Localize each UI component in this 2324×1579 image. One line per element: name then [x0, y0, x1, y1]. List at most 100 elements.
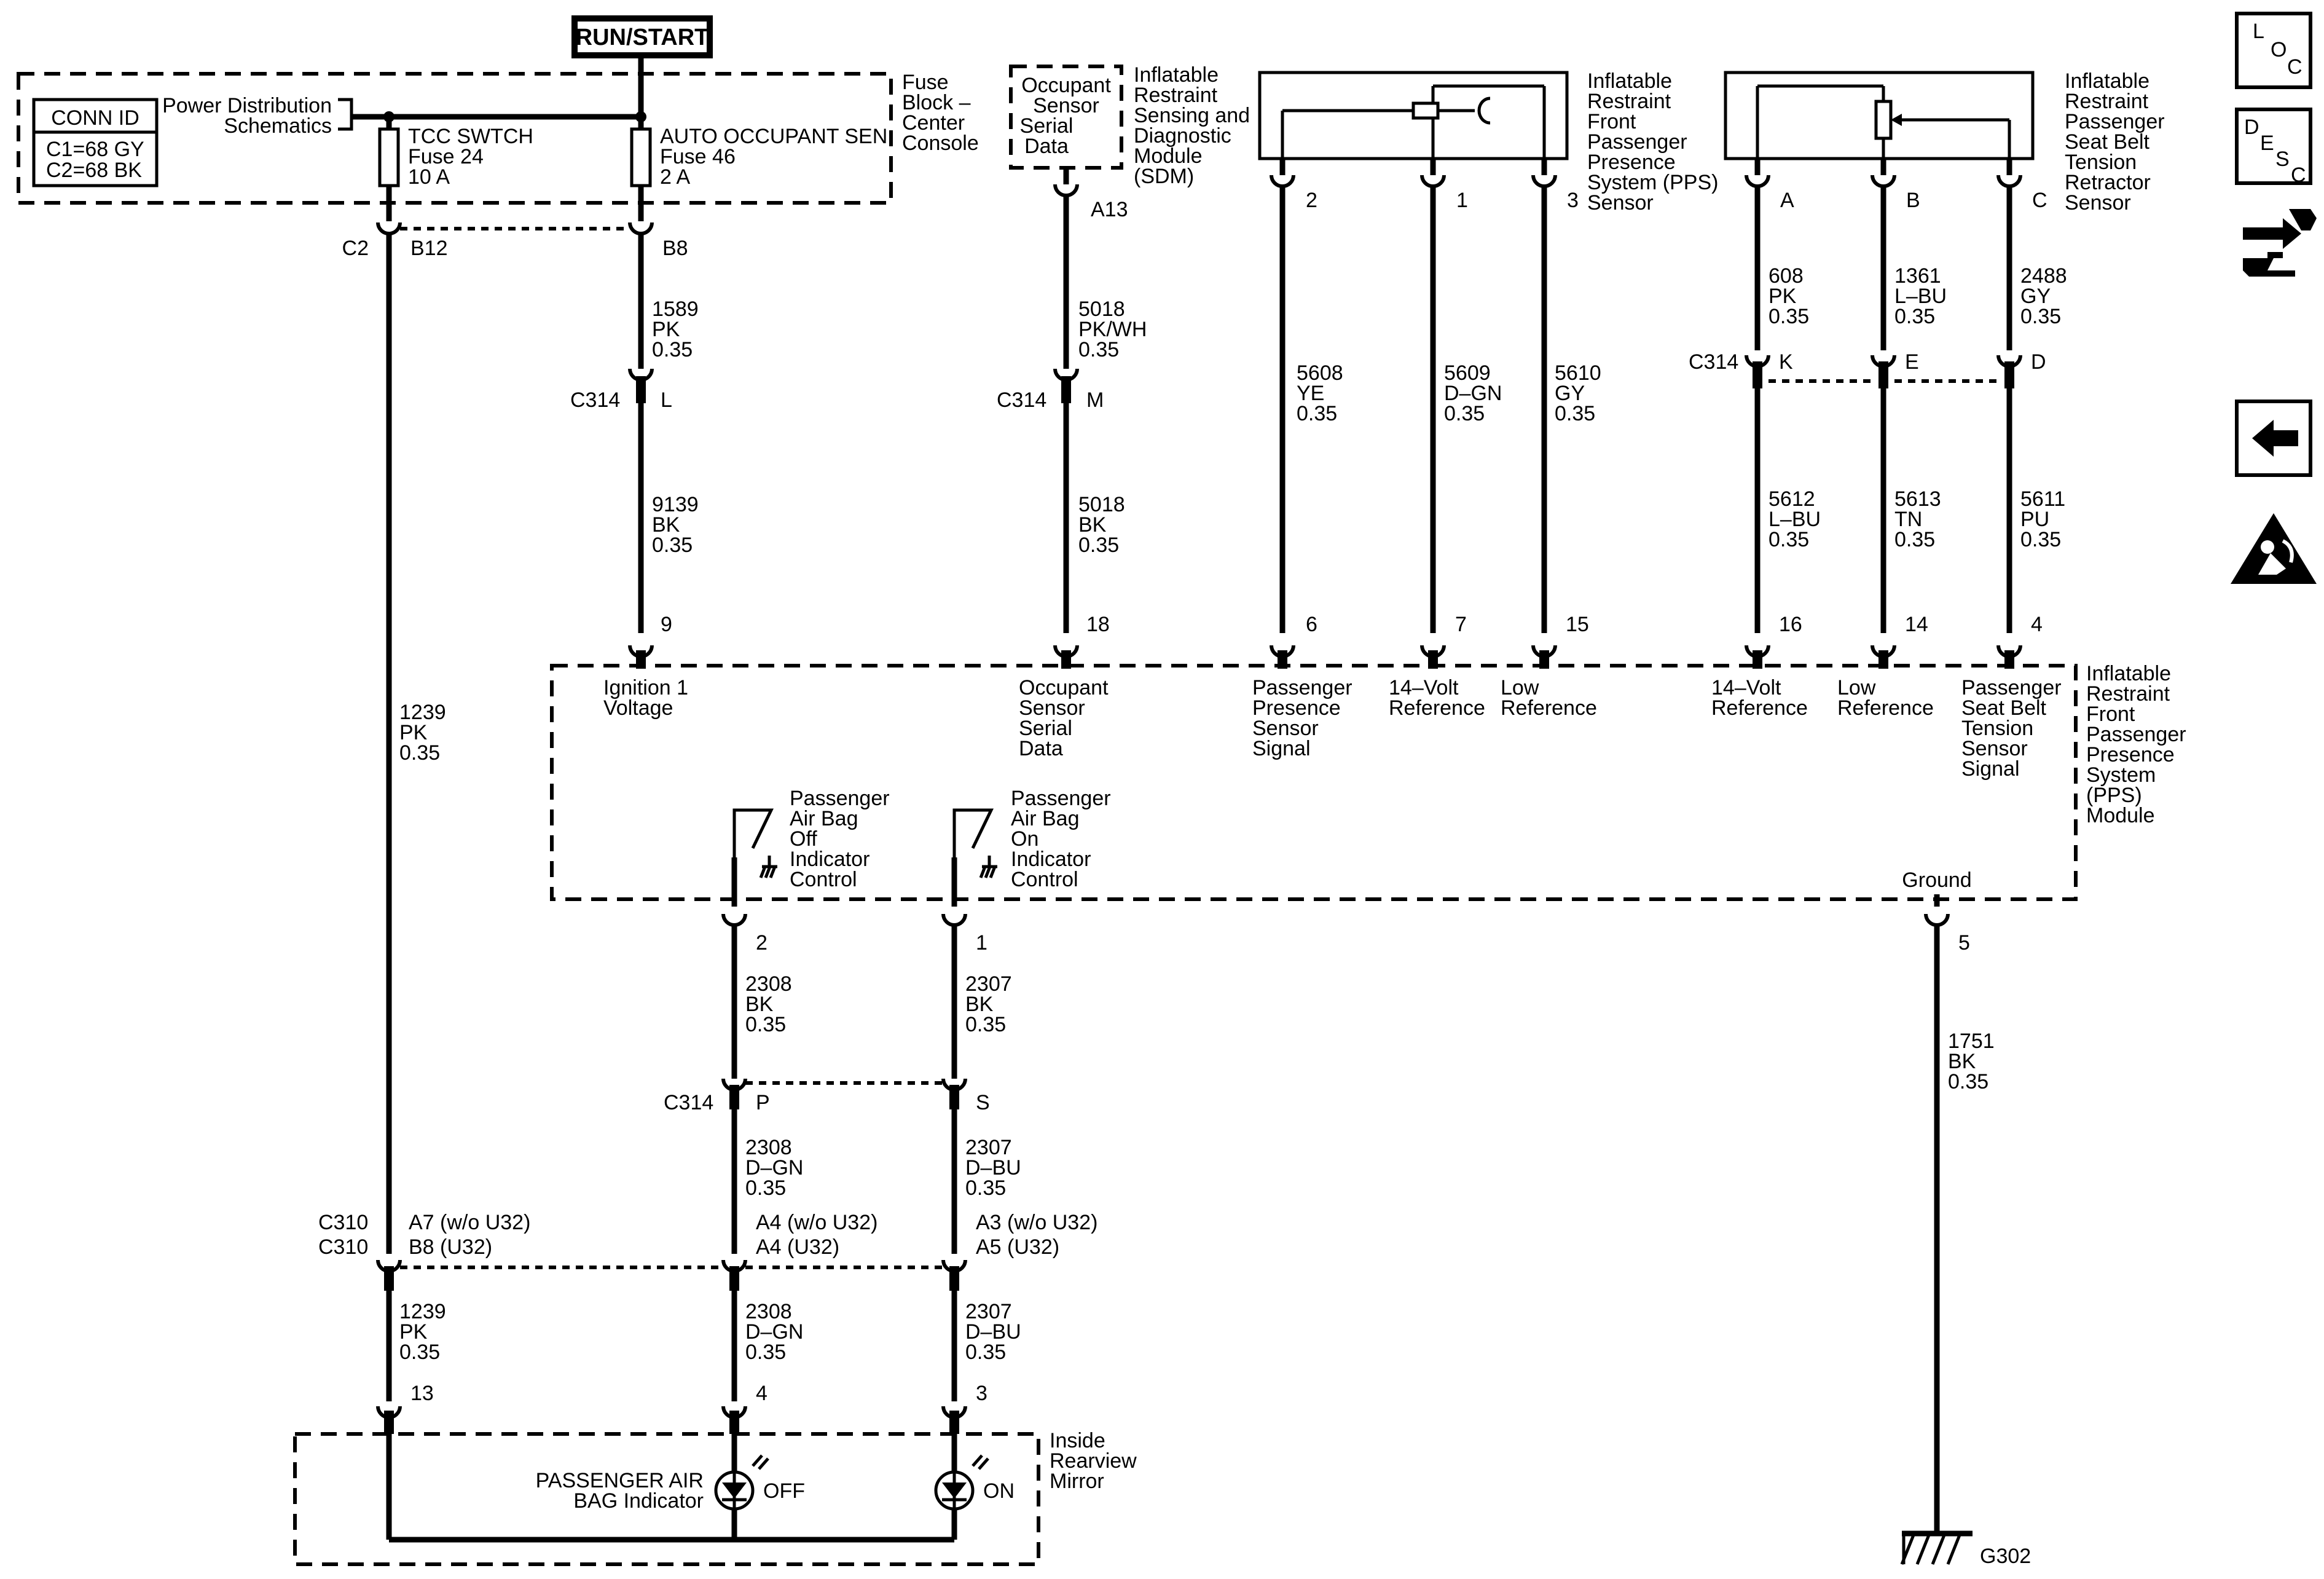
svg-text:18: 18 — [1086, 613, 1110, 636]
wire-label-1239-upper: 1239 PK 0.35 — [399, 701, 446, 765]
svg-text:PK: PK — [399, 1320, 428, 1344]
svg-text:Sensor: Sensor — [1033, 94, 1099, 117]
svg-text:Fuse: Fuse — [902, 71, 949, 94]
svg-text:D–BU: D–BU — [965, 1320, 1021, 1344]
svg-text:5610: 5610 — [1555, 361, 1601, 385]
svg-text:Seat Belt: Seat Belt — [1961, 696, 2047, 720]
module-label-14v-ref-b: 14–Volt Reference — [1711, 676, 1808, 720]
svg-text:C314: C314 — [664, 1091, 713, 1114]
wire-label-2307-dbu-low: 2307 D–BU 0.35 — [965, 1300, 1021, 1364]
svg-text:Serial: Serial — [1020, 114, 1074, 138]
svg-text:E: E — [1905, 350, 1919, 374]
svg-text:A5 (U32): A5 (U32) — [976, 1235, 1059, 1259]
svg-text:5018: 5018 — [1078, 297, 1125, 321]
svg-text:0.35: 0.35 — [399, 741, 440, 765]
back-arrow-icon[interactable] — [2235, 400, 2312, 477]
svg-text:D: D — [2244, 116, 2259, 139]
svg-text:BAG Indicator: BAG Indicator — [573, 1489, 704, 1513]
svg-text:2307: 2307 — [965, 1136, 1012, 1159]
svg-text:Data: Data — [1024, 135, 1069, 158]
module-label-ignition: Ignition 1 Voltage — [603, 676, 688, 720]
wire-label-5612: 5612 L–BU 0.35 — [1769, 487, 1821, 551]
svg-text:E: E — [2260, 132, 2274, 155]
svg-text:Retractor: Retractor — [2065, 171, 2151, 194]
svg-text:0.35: 0.35 — [965, 1341, 1006, 1364]
svg-text:Passenger: Passenger — [2065, 110, 2165, 133]
svg-text:2308: 2308 — [745, 972, 792, 996]
svg-text:Sensor: Sensor — [1019, 696, 1085, 720]
module-label-ground: Ground — [1902, 868, 1971, 892]
svg-text:1239: 1239 — [399, 1300, 446, 1323]
svg-text:Reference: Reference — [1501, 696, 1597, 720]
svg-text:D: D — [2031, 350, 2046, 374]
svg-text:9: 9 — [661, 613, 672, 636]
c310-connector: C310 C310 A7 (w/o U32) B8 (U32) A4 (w/o … — [318, 1211, 1097, 1291]
wire-label-1589: 1589 PK 0.35 — [652, 297, 699, 361]
desc-button[interactable]: D E S C — [2235, 108, 2312, 187]
svg-text:P: P — [756, 1091, 770, 1114]
fuse-46-symbol — [630, 127, 652, 187]
svg-text:Sensing and: Sensing and — [1134, 104, 1250, 127]
wire-label-9139: 9139 BK 0.35 — [652, 493, 699, 557]
svg-text:10 A: 10 A — [408, 165, 450, 189]
svg-text:(SDM): (SDM) — [1134, 165, 1194, 188]
svg-text:D–GN: D–GN — [1444, 382, 1502, 405]
svg-text:14–Volt: 14–Volt — [1389, 676, 1459, 699]
svg-text:0.35: 0.35 — [1444, 402, 1485, 425]
connector-icon[interactable] — [2243, 209, 2317, 277]
svg-text:2 A: 2 A — [660, 165, 690, 189]
svg-text:5612: 5612 — [1769, 487, 1815, 511]
svg-text:Signal: Signal — [1961, 757, 2020, 781]
c314-connector-lower: C314 P S — [664, 1078, 990, 1114]
wire-label-2307-bk: 2307 BK 0.35 — [965, 972, 1012, 1036]
svg-text:Sensor: Sensor — [1252, 717, 1319, 740]
svg-text:0.35: 0.35 — [745, 1341, 786, 1364]
svg-text:C314: C314 — [570, 388, 620, 412]
svg-text:13: 13 — [410, 1382, 434, 1405]
svg-text:6: 6 — [1306, 613, 1317, 636]
wire-label-5610: 5610 GY 0.35 — [1555, 361, 1601, 425]
svg-text:1: 1 — [976, 931, 987, 955]
svg-text:2308: 2308 — [745, 1136, 792, 1159]
on-led-icon — [934, 1454, 989, 1511]
svg-text:Inside: Inside — [1050, 1429, 1105, 1452]
svg-text:1239: 1239 — [399, 701, 446, 724]
svg-text:C2: C2 — [342, 237, 369, 260]
svg-text:Passenger: Passenger — [790, 787, 890, 810]
svg-text:7: 7 — [1455, 613, 1467, 636]
svg-text:Reference: Reference — [1711, 696, 1808, 720]
svg-text:C314: C314 — [997, 388, 1046, 412]
svg-text:PK: PK — [652, 318, 680, 341]
inside-rearview-mirror: Inside Rearview Mirror 13 4 3 — [293, 1382, 1137, 1566]
svg-text:5: 5 — [1958, 931, 1970, 955]
svg-text:Sensor: Sensor — [1587, 191, 1654, 215]
svg-text:S: S — [976, 1091, 990, 1114]
svg-text:Mirror: Mirror — [1050, 1470, 1104, 1493]
svg-text:1751: 1751 — [1948, 1030, 1995, 1053]
sdm-module: Occupant Sensor Serial Data Inflatable R… — [1009, 63, 1250, 221]
off-label: OFF — [763, 1479, 805, 1503]
svg-text:Off: Off — [790, 827, 817, 851]
svg-text:Reference: Reference — [1389, 696, 1485, 720]
svg-text:Diagnostic: Diagnostic — [1134, 124, 1231, 148]
pps-module-top-pins: 9 18 6 7 15 16 14 4 — [628, 613, 2043, 669]
svg-text:9139: 9139 — [652, 493, 699, 516]
loc-button[interactable]: L O C — [2235, 12, 2312, 89]
wire-label-2308-dgn-low: 2308 D–GN 0.35 — [745, 1300, 803, 1364]
svg-text:Seat Belt: Seat Belt — [2065, 130, 2150, 154]
svg-text:System: System — [2086, 763, 2156, 787]
svg-text:C: C — [2287, 55, 2302, 79]
svg-text:Sensor: Sensor — [2065, 191, 2131, 215]
svg-text:PK: PK — [1769, 285, 1797, 308]
svg-text:Occupant: Occupant — [1019, 676, 1109, 699]
airbag-warning-icon[interactable] — [2231, 513, 2317, 584]
svg-text:L–BU: L–BU — [1769, 508, 1821, 531]
wire-label-608: 608 PK 0.35 — [1769, 264, 1809, 328]
svg-text:Inflatable: Inflatable — [2065, 69, 2149, 93]
svg-text:Inflatable: Inflatable — [2086, 662, 2171, 685]
svg-text:G302: G302 — [1980, 1545, 2031, 1568]
svg-text:PK: PK — [399, 721, 428, 744]
c314-connector-upper: C314 L C314 M — [570, 368, 1104, 412]
svg-text:0.35: 0.35 — [1894, 305, 1935, 328]
seat-belt-tension-sensor: Inflatable Restraint Passenger Seat Belt… — [1724, 69, 2165, 215]
